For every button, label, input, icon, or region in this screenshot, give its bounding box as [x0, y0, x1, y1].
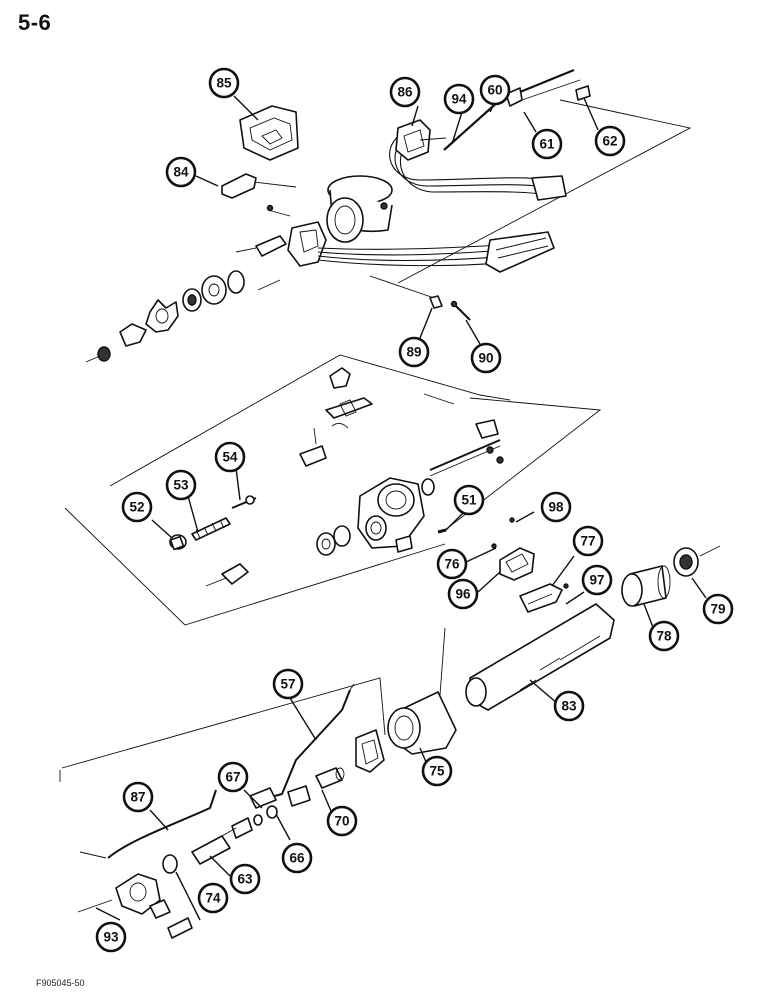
callout-97-label: 97	[589, 573, 604, 588]
callout-67: 67	[217, 761, 249, 793]
switch-actuator-assembly	[235, 204, 327, 291]
multifunction-switch-body	[326, 175, 393, 243]
callout-57: 57	[272, 668, 304, 700]
callout-77: 77	[572, 525, 604, 557]
callout-85-label: 85	[216, 76, 232, 91]
shift-lever-gate-lower	[77, 873, 193, 939]
steering-column-jacket	[465, 603, 615, 711]
callout-79: 79	[702, 593, 734, 625]
callout-97: 97	[581, 564, 613, 596]
callout-83: 83	[553, 690, 585, 722]
callout-75: 75	[421, 755, 453, 787]
callout-51-label: 51	[461, 493, 477, 508]
callout-86-label: 86	[397, 85, 413, 100]
callout-51: 51	[453, 484, 485, 516]
wiring-harness-lower	[317, 231, 555, 273]
callout-79-label: 79	[710, 602, 725, 617]
callout-89-label: 89	[406, 345, 421, 360]
callout-89: 89	[398, 336, 430, 368]
callout-87: 87	[122, 781, 154, 813]
tilt-lever-rod	[443, 68, 591, 151]
bearing-race-and-retainer	[316, 525, 351, 556]
callout-96-label: 96	[455, 587, 471, 602]
section-frame-middle	[64, 354, 602, 626]
callout-84-label: 84	[173, 165, 189, 180]
callout-52: 52	[121, 491, 153, 523]
callout-96: 96	[447, 578, 479, 610]
callout-70-label: 70	[334, 814, 349, 829]
lever-rod-lower	[79, 789, 217, 859]
shift-lever-bowl-bracket	[355, 729, 385, 773]
callout-66: 66	[281, 842, 313, 874]
callout-62: 62	[594, 125, 626, 157]
callout-67-label: 67	[225, 770, 240, 785]
callout-87-label: 87	[130, 790, 145, 805]
callout-98: 98	[540, 491, 572, 523]
callout-53: 53	[165, 469, 197, 501]
callout-63-label: 63	[237, 872, 253, 887]
callout-90-label: 90	[478, 351, 493, 366]
callout-76-label: 76	[444, 557, 460, 572]
callout-78: 78	[648, 620, 680, 652]
callout-74: 74	[197, 882, 229, 914]
callout-57-label: 57	[280, 677, 295, 692]
callout-54: 54	[214, 441, 246, 473]
callout-85: 85	[208, 67, 240, 99]
bushing-sleeve	[621, 565, 671, 607]
callout-66-label: 66	[289, 851, 305, 866]
release-lever-pins	[299, 393, 504, 467]
pivot-pin-and-screw	[429, 295, 471, 321]
dimmer-switch	[395, 119, 447, 161]
lock-plate-retainer	[221, 173, 257, 199]
page-number: 5-6	[18, 10, 52, 35]
callout-61: 61	[531, 128, 563, 160]
callout-61-label: 61	[539, 137, 555, 152]
figure-code: F905045-50	[36, 978, 85, 988]
callout-90: 90	[470, 342, 502, 374]
callout-63: 63	[229, 863, 261, 895]
shift-tube-lower	[162, 827, 237, 874]
callout-60: 60	[479, 74, 511, 106]
callout-93-label: 93	[103, 930, 119, 945]
callout-94: 94	[443, 83, 475, 115]
section-frame-top	[236, 99, 692, 301]
lock-bolt-spring-assembly	[169, 495, 257, 551]
callout-74-label: 74	[205, 891, 221, 906]
bearing-upper-end	[673, 545, 721, 577]
callout-86: 86	[389, 76, 421, 108]
callout-78-label: 78	[656, 629, 672, 644]
callout-70: 70	[326, 805, 358, 837]
callout-76: 76	[436, 548, 468, 580]
callout-77-label: 77	[580, 534, 595, 549]
callout-75-label: 75	[429, 764, 445, 779]
shoe-and-spring	[325, 367, 373, 429]
shift-tube-coupling-parts	[231, 767, 345, 839]
callout-93: 93	[95, 921, 127, 953]
switch-buzzer-assembly	[491, 517, 569, 613]
callout-52-label: 52	[129, 500, 144, 515]
callout-53-label: 53	[173, 478, 189, 493]
callout-94-label: 94	[451, 92, 467, 107]
lock-sector-and-pin	[205, 528, 447, 587]
cancel-cam-and-bearings	[85, 270, 245, 363]
section-frame-bottom	[59, 627, 446, 782]
wiring-harness-upper	[389, 134, 567, 201]
callout-83-label: 83	[561, 699, 577, 714]
callout-98-label: 98	[548, 500, 564, 515]
callout-leaders	[95, 95, 707, 921]
callout-54-label: 54	[222, 450, 238, 465]
turn-signal-housing-cover	[239, 105, 299, 161]
housing-tilt-head	[357, 477, 425, 549]
shift-bowl-shroud	[387, 691, 457, 755]
callout-60-label: 60	[487, 83, 502, 98]
callout-84: 84	[165, 156, 197, 188]
callout-62-label: 62	[602, 134, 617, 149]
